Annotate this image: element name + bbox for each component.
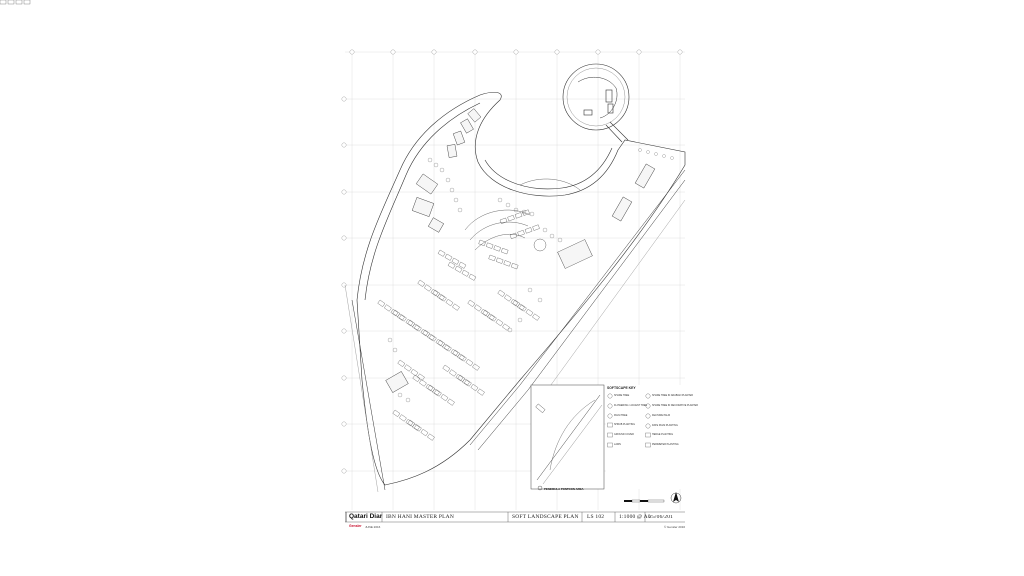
scale-bar-icon [624,499,665,503]
copyright-note: © Gensler 2016 [664,524,686,529]
key-label: GROUND COVER [614,433,634,436]
villa-clusters [0,0,540,441]
grid-markers [341,49,683,474]
key-label: LAWN [614,443,621,446]
key-label: SHADE TREE [614,394,630,397]
consultant-subtext: JUNE 2016 [365,524,381,529]
client-name: Qatari Diar [349,513,383,520]
central-plaza [464,178,581,252]
key-label: DATE PALM PLANTING [652,424,678,427]
site-plan [344,91,686,493]
inset-panel [530,384,685,491]
softscape-key-swatches [607,393,651,448]
inset-caption: PENINSULA PONTOON AREA [544,487,584,491]
round-island [562,63,630,143]
key-label: PERIMETER PLANTING [652,443,679,446]
tree-planting [387,148,674,403]
key-label: FLOWERING / ACCENT TREE [614,404,648,407]
softscape-key-title: SOFTSCAPE KEY [607,386,636,390]
key-label: SHADE TREE IN ARABIAN PLANTER [652,394,694,397]
key-label: SHRUB PLANTING [614,423,635,426]
consultant-logo: Gensler [349,524,362,528]
drawing-scale: 1:1000 @ A0 [619,514,651,520]
drawing-date: 25/06/201 [649,515,674,520]
drawing-number: LS 102 [587,514,605,520]
key-label: HEDGE PLANTING [652,433,674,436]
building-footprints [385,108,656,393]
project-name: IBN HANI MASTER PLAN [386,514,455,520]
key-label: FEATURE PALM [652,414,670,417]
title-block-frame [345,511,685,523]
key-label: PALM TREE [614,414,628,417]
key-label: SHADE TREE IN DECORATIVE PLANTER [652,404,699,407]
north-arrow-icon [670,492,682,504]
drawing-title: SOFT LANDSCAPE PLAN [512,514,579,520]
